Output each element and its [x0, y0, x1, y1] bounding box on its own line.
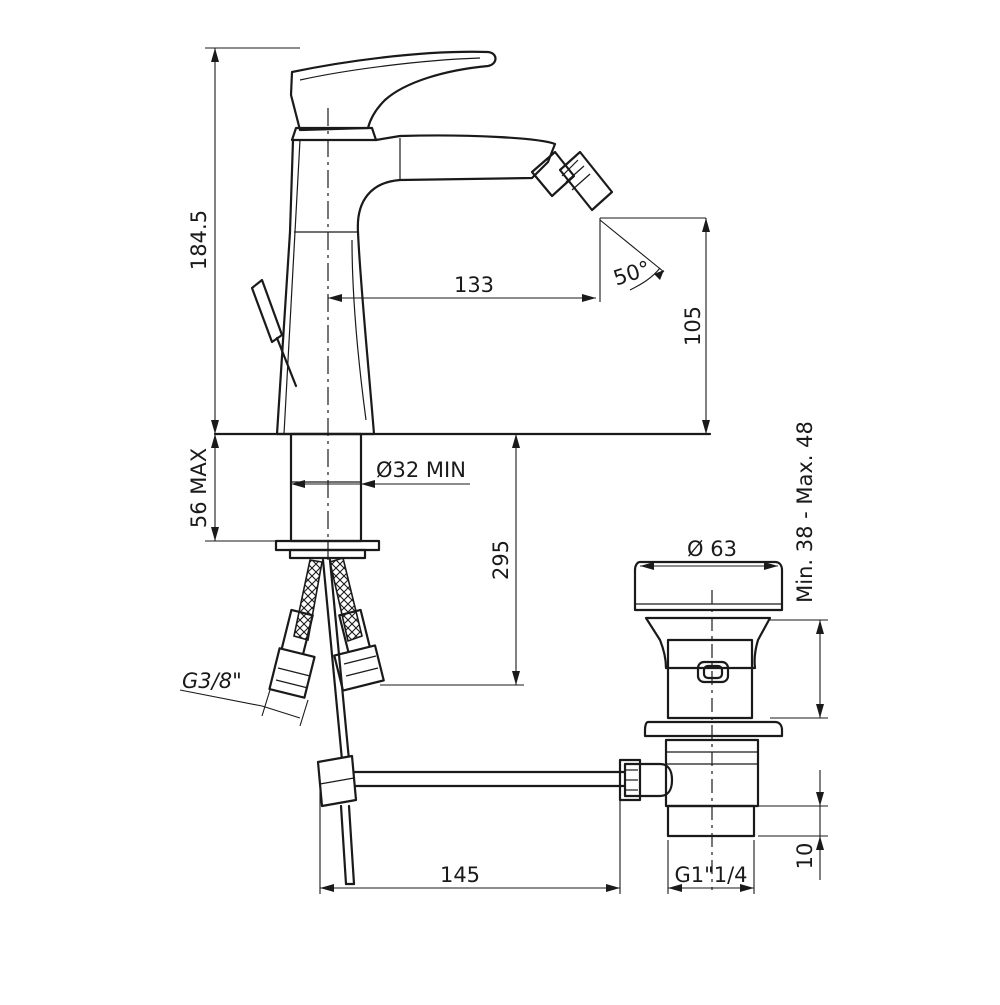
label-spout-height: 105 — [681, 306, 705, 346]
mixer-body — [213, 50, 712, 436]
waste-tail — [666, 804, 756, 838]
label-waste-range: Min. 38 - Max. 48 — [793, 421, 817, 603]
spray-nozzle — [530, 150, 614, 212]
lift-rod-extension — [316, 558, 627, 886]
body-column — [275, 134, 557, 436]
label-waste-tail: 10 — [793, 843, 817, 870]
label-total-height: 184.5 — [187, 210, 211, 270]
dimension-labels: 184.5 56 MAX 133 50° 105 Ø32 MIN 295 G3/… — [182, 210, 817, 887]
label-hose-length: 295 — [489, 540, 513, 580]
label-waste-diameter: Ø 63 — [687, 537, 737, 561]
lever-handle — [289, 50, 497, 132]
label-waste-thread: G1"1/4 — [674, 863, 747, 887]
label-deck-thickness: 56 MAX — [187, 448, 211, 528]
label-spray-angle: 50° — [610, 256, 653, 290]
waste-cap — [633, 560, 784, 612]
lift-rod — [250, 278, 298, 388]
flexible-hose-left — [268, 559, 323, 699]
overflow-slot — [696, 660, 730, 684]
label-connection-thread: G3/8" — [182, 669, 242, 693]
dimension-lines — [179, 47, 828, 894]
label-rod-length: 145 — [440, 863, 480, 887]
popup-waste — [618, 560, 784, 890]
threaded-shank — [289, 432, 363, 543]
label-hole-diameter: Ø32 MIN — [376, 458, 466, 482]
flexible-hose-right — [329, 556, 385, 692]
label-spout-reach: 133 — [454, 273, 494, 297]
